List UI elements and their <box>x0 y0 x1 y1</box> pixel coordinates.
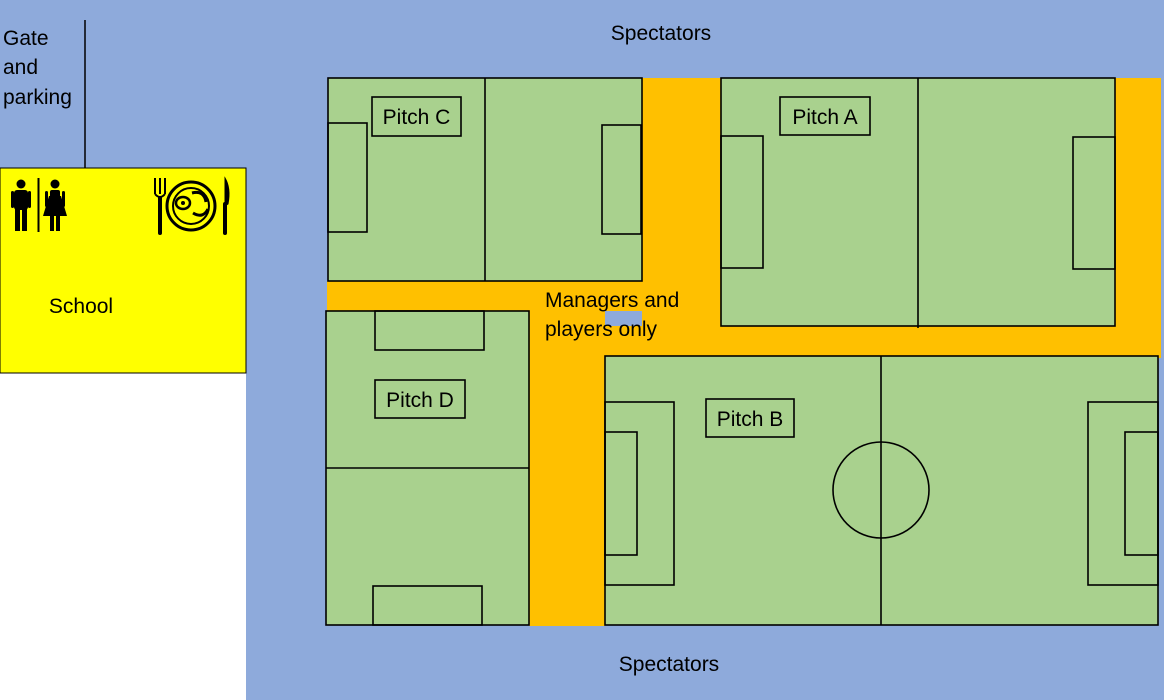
pitch-c <box>327 77 643 282</box>
spectators-bottom-label: Spectators <box>619 653 719 676</box>
pitch-d-label: Pitch D <box>386 389 454 412</box>
toilets-icon <box>11 178 67 232</box>
pitch-d <box>325 310 530 626</box>
pitch-b-label-box <box>705 398 795 438</box>
pitch-d-label-box <box>374 379 466 419</box>
pitch-b-label: Pitch B <box>717 408 784 431</box>
outside-area <box>0 373 246 700</box>
managers-label-line-1: Managers and <box>545 289 679 312</box>
gate-label-line-3: parking <box>3 86 72 109</box>
gate-label-line-2: and <box>3 56 38 79</box>
managers-label-line-2: players only <box>545 318 658 341</box>
pitch-c-label: Pitch C <box>383 106 451 129</box>
school-label: School <box>49 295 113 318</box>
pitch-b <box>604 355 1159 626</box>
food-icon <box>154 176 230 235</box>
gate-label-line-1: Gate <box>3 27 49 50</box>
pitch-a-label-box <box>779 96 871 136</box>
pitch-c-label-box <box>371 96 462 137</box>
pitch-a-label: Pitch A <box>792 106 857 129</box>
school-building <box>0 167 247 374</box>
spectators-top-label: Spectators <box>611 22 711 45</box>
pitch-a <box>720 77 1116 328</box>
